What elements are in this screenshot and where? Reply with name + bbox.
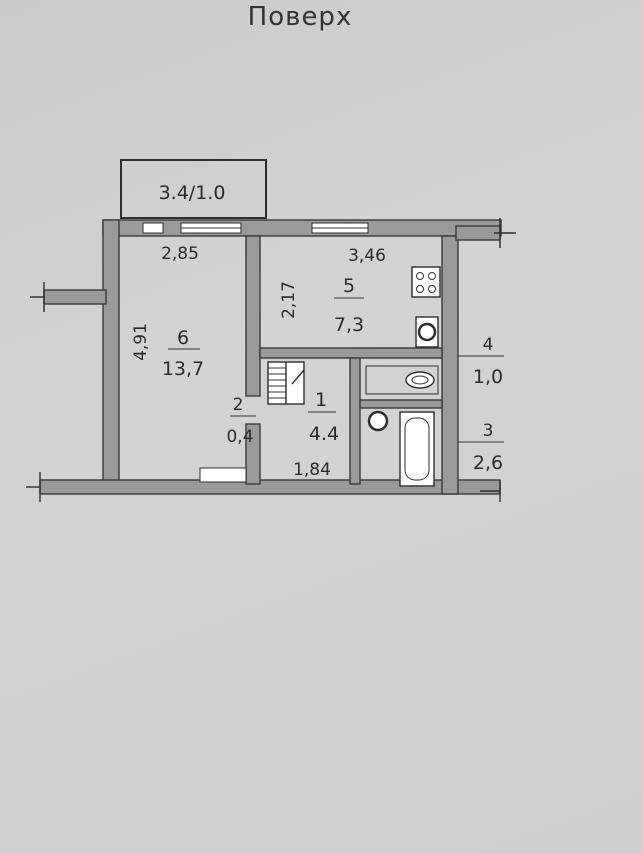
room-area: 13,7 [162,358,204,380]
room-number: 4 [483,335,494,355]
room-width: 1,84 [293,460,331,480]
room-closet: 2 0,4 [226,395,253,447]
stove-icon [411,266,441,298]
room-number: 6 [177,327,189,349]
room-length: 4,91 [131,323,151,361]
stairs-icon [267,361,305,405]
room-area: 2,6 [473,452,503,474]
room-area: 4.4 [309,423,339,445]
room-number: 2 [233,395,244,415]
room-kitchen: 5 7,3 3,46 2,17 [279,246,386,336]
room-hall: 1 4.4 1,84 [293,389,339,480]
room-bath: 3 2,6 [473,421,503,474]
window-icon [142,222,369,234]
radiator-icon [199,467,247,483]
room-area: 1,0 [473,366,503,388]
bathtub-icon [399,411,435,487]
plan-title: Поверх [247,2,353,32]
room-number: 1 [315,389,327,411]
room-number: 3 [483,421,494,441]
callout-leaders [230,355,504,443]
room-width: 3,46 [348,246,386,266]
room-wc: 4 1,0 [473,335,503,388]
sink-icon [415,316,439,348]
toilet-icon [365,365,439,395]
balcony-label: 3.4/1.0 [159,182,226,204]
axis-markers [26,218,516,502]
room-area: 0,4 [226,427,253,447]
room-living: 6 13,7 2,85 4,91 [131,244,204,380]
washbasin-icon [367,410,389,432]
room-area: 7,3 [334,314,364,336]
balcony: 3.4/1.0 [120,159,267,219]
room-length: 2,17 [279,281,299,319]
room-width: 2,85 [161,244,199,264]
room-number: 5 [343,275,355,297]
